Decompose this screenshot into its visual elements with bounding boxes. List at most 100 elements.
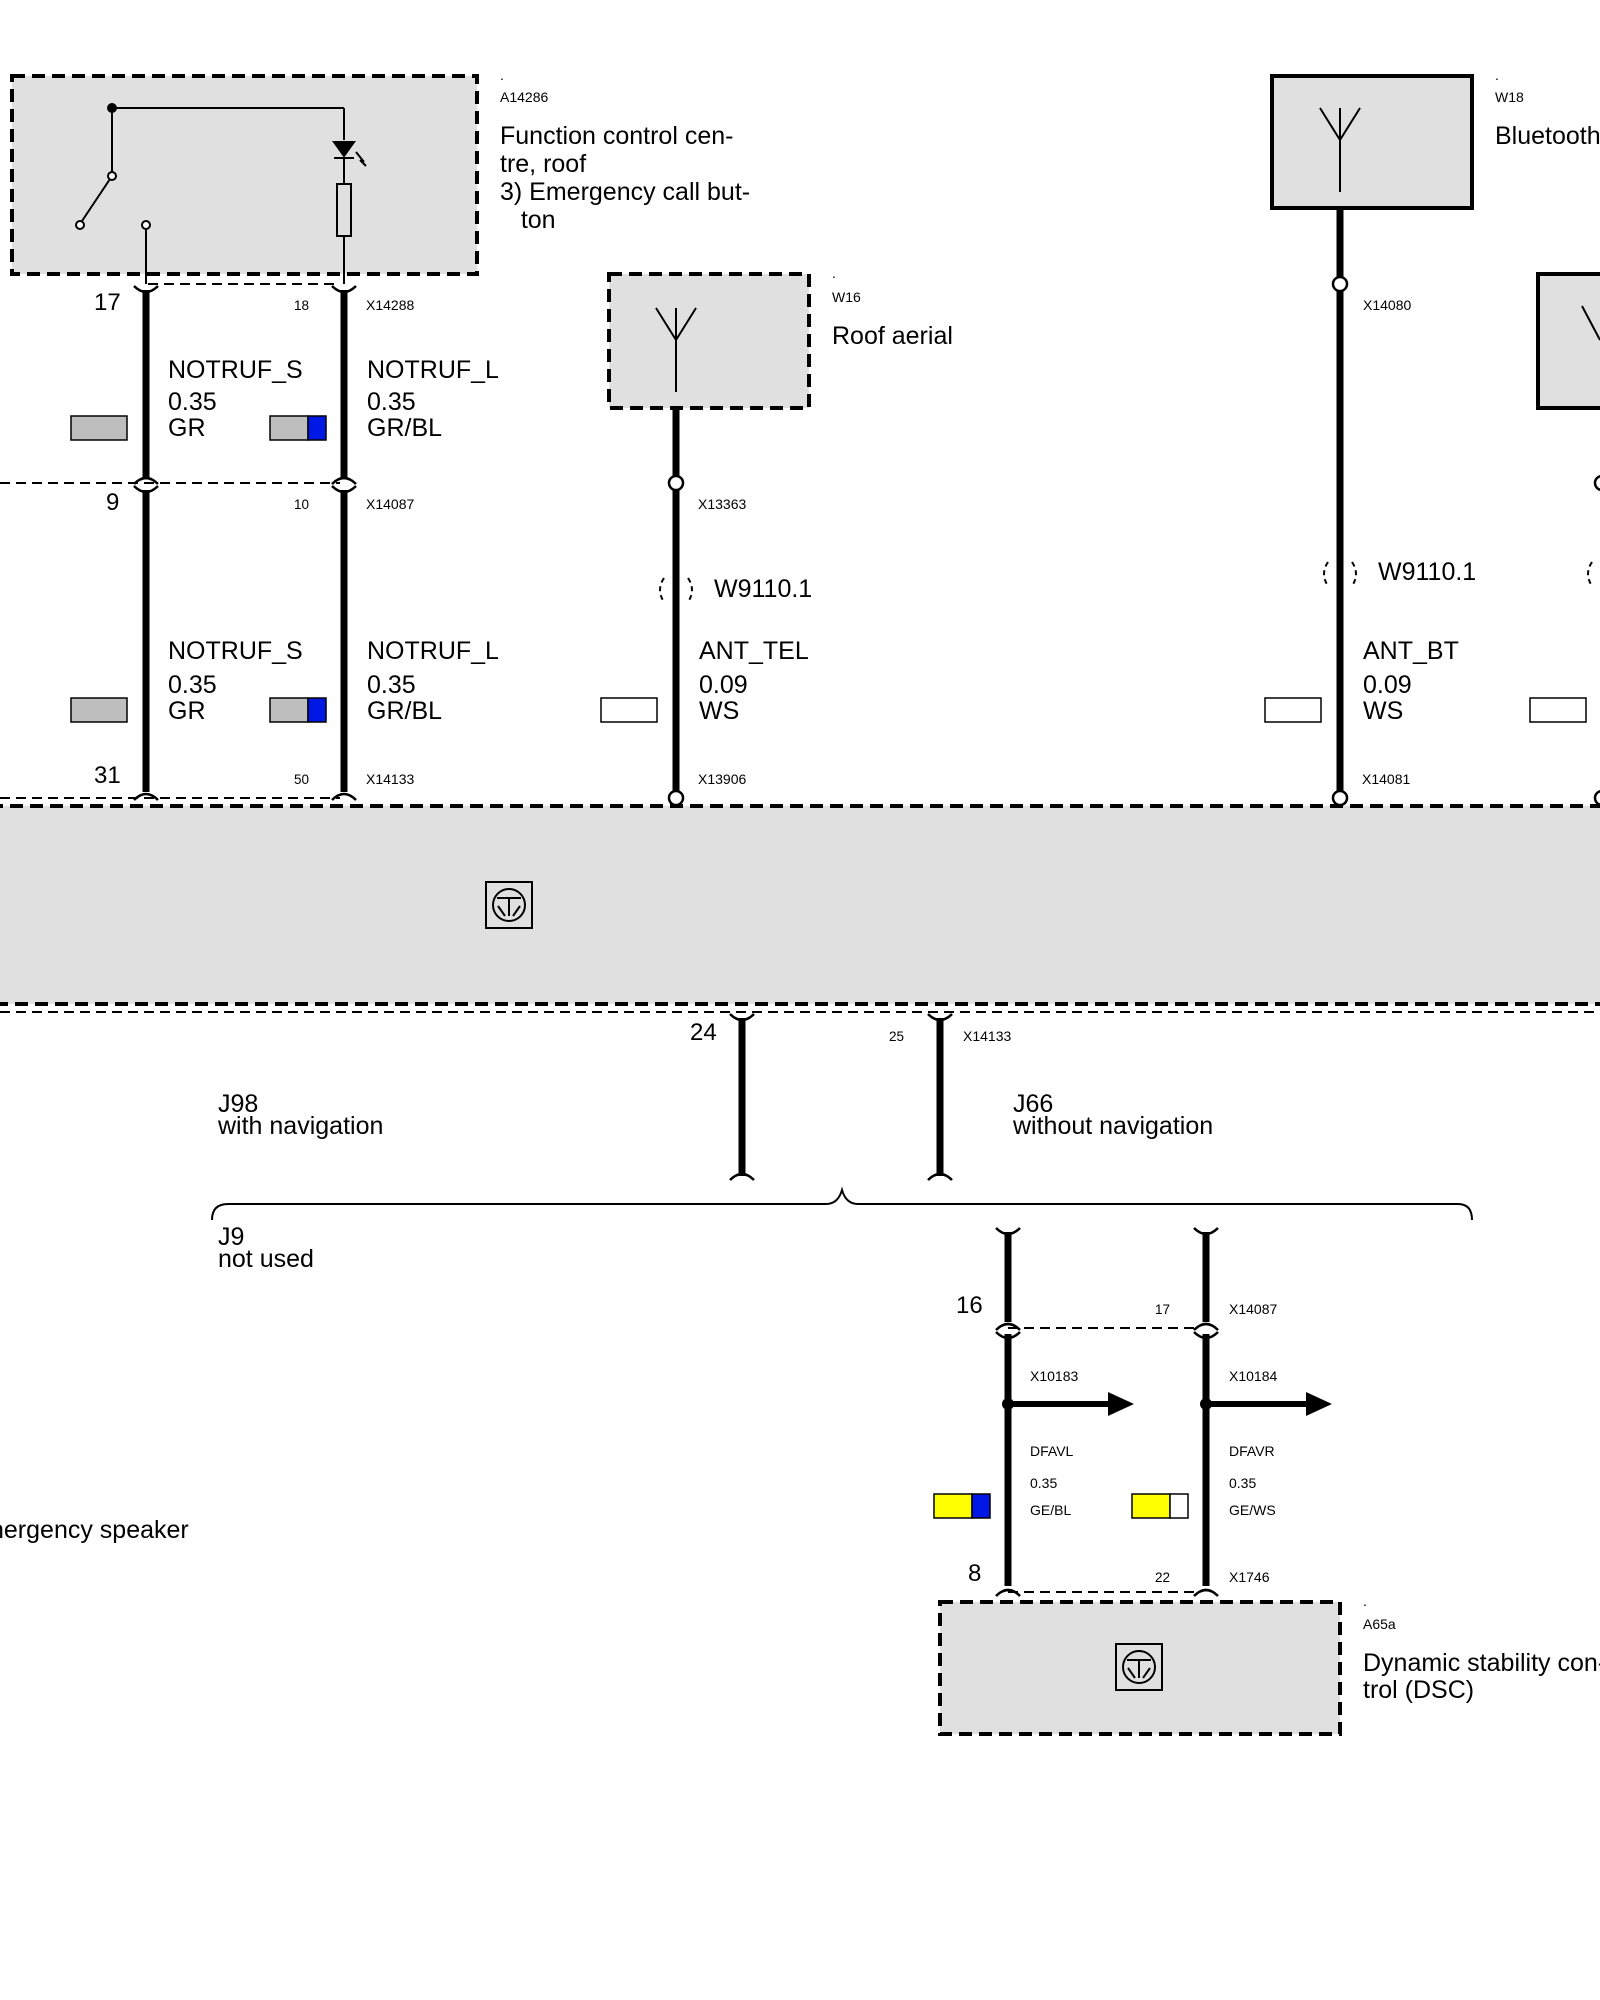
terminal-marks — [133, 285, 1219, 1597]
round-connectors — [667, 275, 1600, 807]
jumper-desc: without navigation — [1012, 1112, 1213, 1140]
component-name: Bluetooth — [1495, 122, 1600, 150]
pin-number: 17 — [1155, 1302, 1170, 1317]
jumper-id: J66 — [1013, 1090, 1053, 1118]
wire-name: DFAVL — [1030, 1443, 1074, 1459]
wire-color: GR/BL — [367, 414, 442, 442]
swatch-ge — [1131, 1493, 1171, 1519]
connector-id: X10184 — [1229, 1368, 1277, 1384]
jumper-brace — [211, 1186, 1473, 1221]
wire-color: WS — [699, 697, 739, 725]
pin-number: 8 — [968, 1560, 981, 1587]
dot-mark: . — [1363, 1593, 1367, 1609]
pin-number: 25 — [889, 1029, 904, 1044]
wire-size: 0.35 — [367, 671, 416, 699]
emergency-switch-symbol — [75, 103, 345, 284]
jumper-id: J98 — [218, 1090, 258, 1118]
bt-aerial-box — [1270, 74, 1474, 210]
arrow-right-icon — [1200, 1392, 1332, 1416]
wire-color: GE/WS — [1229, 1502, 1276, 1518]
swatch-ws — [600, 697, 658, 723]
component-name: ton — [500, 206, 556, 234]
connector-id: X13906 — [698, 771, 746, 787]
jumper-desc: not used — [218, 1245, 314, 1273]
wire-name: ANT_TEL — [699, 637, 809, 665]
jumper-desc: with navigation — [217, 1112, 383, 1140]
arrow-right-icon — [1002, 1392, 1134, 1416]
component-ref: A14286 — [500, 89, 548, 105]
wire-color: GE/BL — [1030, 1502, 1071, 1518]
wire-size: 0.35 — [1030, 1475, 1057, 1491]
connector-id: X14133 — [366, 771, 414, 787]
component-name: nergency speaker — [0, 1516, 189, 1544]
pin-number: 10 — [294, 497, 309, 512]
connector-lines — [0, 283, 1600, 1593]
wire-size: 0.35 — [168, 388, 217, 416]
wire-size: 0.35 — [168, 671, 217, 699]
component-name: Roof aerial — [832, 322, 953, 350]
shield-markers — [659, 561, 1593, 603]
component-name: Dynamic stability con- — [1363, 1649, 1600, 1677]
wires — [142, 208, 1344, 1586]
connector-id: X14080 — [1363, 297, 1411, 313]
wire-colour-swatches — [70, 415, 1587, 1519]
pin-number: 18 — [294, 298, 309, 313]
connector-id: X14133 — [963, 1028, 1011, 1044]
connector-id: X1746 — [1229, 1569, 1270, 1585]
led-icon — [332, 141, 367, 167]
wire-size: 0.35 — [367, 388, 416, 416]
wire-color: GR — [168, 414, 206, 442]
pin-number: 16 — [956, 1292, 983, 1319]
wire-name: NOTRUF_L — [367, 356, 499, 384]
wire-name: DFAVR — [1229, 1443, 1275, 1459]
control-unit-icon — [1115, 1643, 1163, 1691]
swatch-ge — [933, 1493, 973, 1519]
connector-id: X13363 — [698, 496, 746, 512]
wire-color: GR — [168, 697, 206, 725]
component-ref: A65a — [1363, 1616, 1396, 1632]
pin-number: 17 — [94, 289, 121, 316]
swatch-bl — [307, 415, 327, 441]
swatch-ws — [1169, 1493, 1189, 1519]
pin-number: 24 — [690, 1019, 717, 1046]
connector-id: X14288 — [366, 297, 414, 313]
connector-id: X14087 — [366, 496, 414, 512]
antenna-icon — [1581, 305, 1600, 341]
swatch-gr — [269, 415, 309, 441]
swatch-ws — [1264, 697, 1322, 723]
swatch-gr — [70, 415, 128, 441]
control-unit-icon — [485, 881, 533, 929]
antenna-icon — [655, 307, 697, 392]
wire-color: WS — [1363, 697, 1403, 725]
swatch-gr — [269, 697, 309, 723]
connector-id: X14081 — [1362, 771, 1410, 787]
dot-mark: . — [1495, 67, 1499, 83]
connector-id: X14087 — [1229, 1301, 1277, 1317]
connector-id: X10183 — [1030, 1368, 1078, 1384]
swatch-bl — [307, 697, 327, 723]
pin-number: 31 — [94, 762, 121, 789]
roof-aerial-box — [607, 272, 811, 410]
wire-name: NOTRUF_L — [367, 637, 499, 665]
pin-number: 50 — [294, 772, 309, 787]
dot-mark: . — [832, 265, 836, 281]
wire-size: 0.09 — [699, 671, 748, 699]
wire-name: ANT_BT — [1363, 637, 1459, 665]
resistor-symbol — [336, 158, 352, 284]
component-ref: W18 — [1495, 89, 1524, 105]
component-name: 3) Emergency call but- — [500, 178, 750, 206]
shield-label: W9110.1 — [714, 575, 812, 603]
pin-number: 22 — [1155, 1570, 1170, 1585]
swatch-bl — [971, 1493, 991, 1519]
wire-name: NOTRUF_S — [168, 637, 303, 665]
main-unit-box — [0, 804, 1600, 1006]
component-ref: W16 — [832, 289, 861, 305]
wire-color: GR/BL — [367, 697, 442, 725]
pin-number: 9 — [106, 489, 119, 516]
swatch-ws — [1529, 697, 1587, 723]
jumper-id: J9 — [218, 1223, 244, 1251]
wire-size: 0.09 — [1363, 671, 1412, 699]
component-name: tre, roof — [500, 150, 586, 178]
wire-size: 0.35 — [1229, 1475, 1256, 1491]
